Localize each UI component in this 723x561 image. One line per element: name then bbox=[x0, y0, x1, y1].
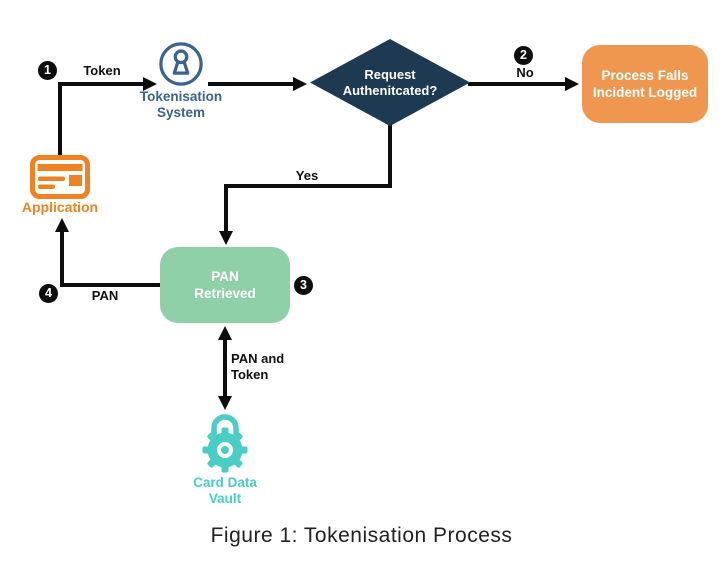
yes-edge-label: Yes bbox=[295, 168, 319, 183]
no-edge-label: No bbox=[516, 65, 534, 80]
application-node-label: Application bbox=[21, 199, 99, 215]
padlock-gear-icon bbox=[202, 414, 248, 473]
step-4-badge: 4 bbox=[39, 284, 58, 303]
step-3-badge: 3 bbox=[294, 276, 313, 295]
credit-card-icon bbox=[30, 155, 90, 199]
connector-lines bbox=[58, 82, 566, 397]
process-fails-box: Process Falls Incident Logged bbox=[582, 45, 708, 123]
keyhole-icon bbox=[159, 42, 203, 86]
process-fails-label: Process Falls Incident Logged bbox=[592, 68, 698, 100]
card-data-vault-node-label: Card Data Vault bbox=[193, 475, 257, 506]
pan-and-token-edge-label: PAN and Token bbox=[231, 351, 285, 382]
token-edge-label: Token bbox=[83, 63, 121, 78]
figure-caption: Figure 1: Tokenisation Process bbox=[210, 524, 513, 547]
decision-label: Request Authenitcated? bbox=[342, 66, 438, 98]
arrowheads bbox=[55, 77, 579, 410]
pan-retrieved-label: PAN Retrieved bbox=[194, 269, 256, 301]
tokenisation-system-node-label: Tokenisation System bbox=[139, 89, 223, 120]
pan-retrieved-box: PAN Retrieved bbox=[160, 247, 290, 323]
pan-edge-label: PAN bbox=[91, 288, 119, 303]
step-1-badge: 1 bbox=[38, 61, 57, 80]
step-2-badge: 2 bbox=[514, 46, 533, 65]
